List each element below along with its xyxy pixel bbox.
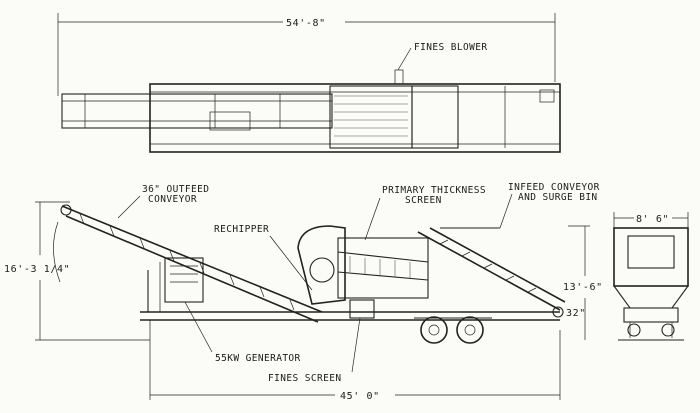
end-view: 8' 6" xyxy=(613,212,689,341)
wheel-icon xyxy=(661,323,675,337)
top-blower-stack xyxy=(394,69,404,85)
generator-unit xyxy=(164,257,204,303)
label-fines-screen: FINES SCREEN xyxy=(268,373,341,384)
fines-screen-unit xyxy=(349,299,375,319)
dim-small: 32" xyxy=(566,308,586,319)
rechipper-drum xyxy=(309,257,335,283)
wheel-icon xyxy=(456,316,484,344)
label-outfeed-line1: 36" OUTFEED xyxy=(142,184,209,195)
end-frame xyxy=(623,307,679,323)
dim-bin-height: 13'-6" xyxy=(563,282,603,293)
label-outfeed-line2: CONVEYOR xyxy=(148,194,197,205)
leader-infeed xyxy=(499,193,513,229)
top-screen-box xyxy=(329,85,413,149)
label-generator: 55KW GENERATOR xyxy=(215,353,301,364)
dim-overall-length: 54'-8" xyxy=(286,18,326,29)
leader-generator xyxy=(184,301,213,353)
end-bin-window xyxy=(627,235,675,269)
primary-screen xyxy=(337,237,429,299)
leader-fines-blower xyxy=(397,47,412,71)
top-view: 54'-8" FINES BLOWER xyxy=(57,13,561,153)
label-infeed-line2: AND SURGE BIN xyxy=(518,192,598,203)
dim-bin-width: 8' 6" xyxy=(636,214,669,225)
label-infeed-line1: INFEED CONVEYOR xyxy=(508,182,600,193)
leader-fines-screen xyxy=(351,317,361,373)
dim-chassis-length: 45' 0" xyxy=(340,391,380,402)
leader-outfeed xyxy=(117,195,141,219)
top-generator-block xyxy=(209,111,251,131)
wheel-icon xyxy=(420,316,448,344)
rechipper-housing xyxy=(297,225,346,305)
top-trailer-body xyxy=(149,83,561,153)
wheel-icon xyxy=(627,323,641,337)
label-rechipper: RECHIPPER xyxy=(214,224,269,235)
top-rechipper-box xyxy=(411,85,459,149)
side-view: 16'-3 1/4" 36" OUTFEED CONVEYOR xyxy=(4,182,603,402)
dim-side-height: 16'-3 1/4" xyxy=(4,264,70,275)
end-bin-body xyxy=(613,227,689,287)
leader-rechipper xyxy=(269,235,313,291)
infeed-conveyor xyxy=(417,227,566,318)
top-outfeed-frame xyxy=(61,93,333,129)
leader-primary xyxy=(364,197,381,241)
end-hopper xyxy=(613,285,689,309)
label-fines-blower: FINES BLOWER xyxy=(414,42,487,53)
label-primary-line2: SCREEN xyxy=(405,195,442,206)
outfeed-conveyor xyxy=(53,204,323,323)
top-hopper-detail xyxy=(539,89,555,103)
label-primary-line1: PRIMARY THICKNESS xyxy=(382,185,486,196)
top-screen-hatch xyxy=(334,95,408,137)
